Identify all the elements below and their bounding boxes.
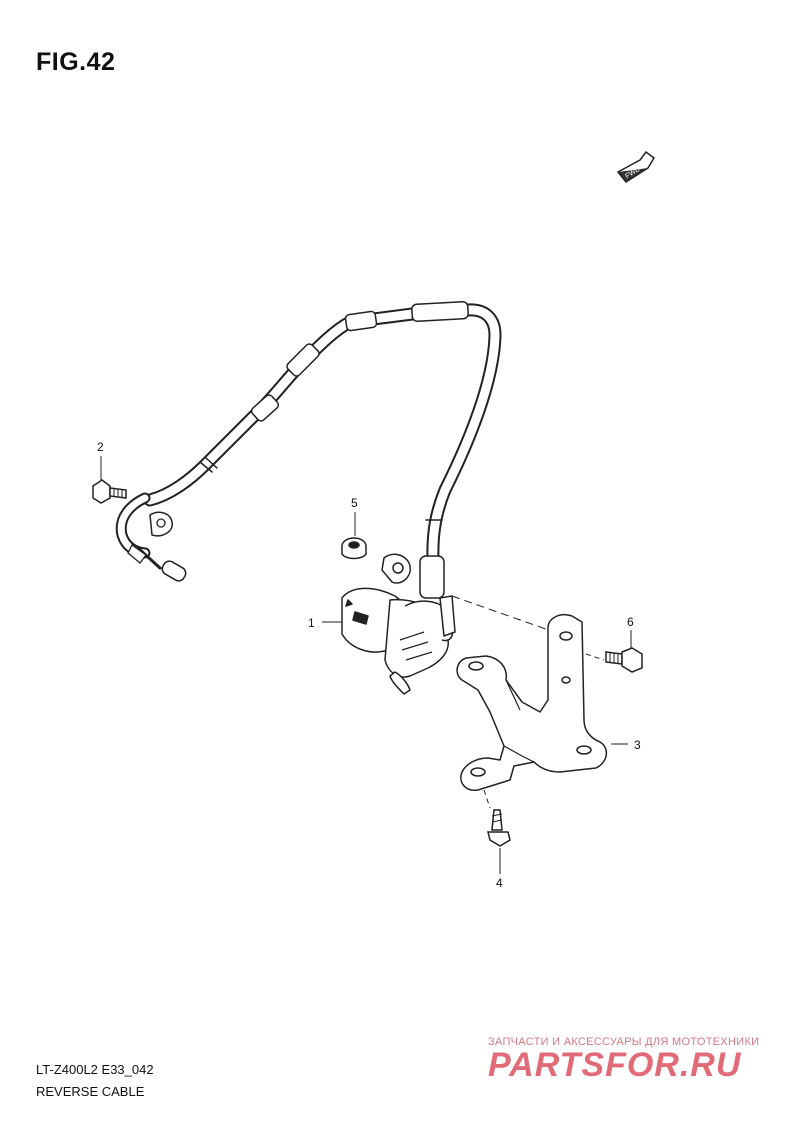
alignment-line — [585, 653, 605, 661]
callout-2: 2 — [97, 440, 104, 454]
reverse-lever-part-1 — [341, 553, 456, 695]
callout-leaders — [100, 456, 632, 874]
callout-4: 4 — [496, 876, 503, 890]
bolt-part-2 — [92, 479, 127, 504]
model-code: LT-Z400L2 E33_042 — [36, 1062, 154, 1077]
bracket-part-3 — [456, 614, 608, 791]
callout-6: 6 — [627, 615, 634, 629]
watermark-tagline: ЗАПЧАСТИ И АКСЕССУАРЫ ДЛЯ МОТОТЕХНИКИ — [488, 1036, 760, 1048]
site-watermark: ЗАПЧАСТИ И АКСЕССУАРЫ ДЛЯ МОТОТЕХНИКИ PA… — [488, 1036, 788, 1085]
alignment-line — [483, 789, 491, 809]
figure-title: FIG.42 — [36, 48, 116, 76]
screw-part-4 — [487, 809, 511, 847]
callout-3: 3 — [634, 738, 641, 752]
callout-1: 1 — [308, 616, 315, 630]
watermark-brand: PARTSFOR.RU — [488, 1046, 742, 1084]
diagram-name: REVERSE CABLE — [36, 1084, 145, 1099]
fwd-arrow-icon: FWD — [616, 150, 655, 183]
alignment-line — [451, 595, 561, 635]
reverse-cable — [115, 301, 502, 582]
nut-part-5 — [341, 537, 367, 560]
callout-5: 5 — [351, 496, 358, 510]
bolt-part-6 — [605, 647, 643, 673]
